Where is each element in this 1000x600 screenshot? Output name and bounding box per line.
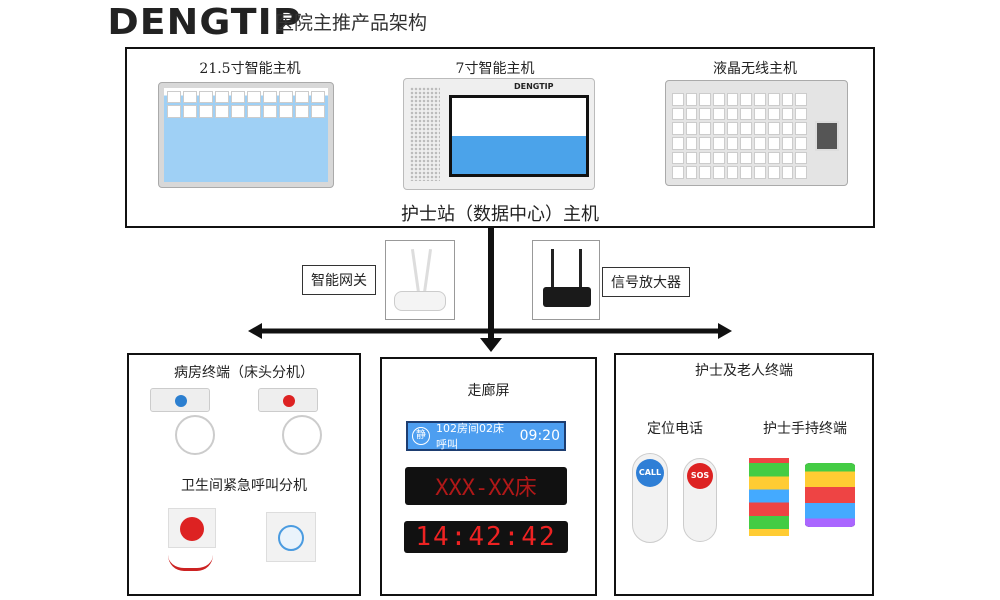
page-title: 医院主推产品架构: [275, 12, 428, 34]
call-button: CALL: [636, 459, 664, 487]
device-label-7in: 7寸智能主机: [455, 61, 535, 77]
host-21in-image: [158, 82, 334, 188]
call-message: 102房间02床呼叫: [436, 422, 504, 451]
corridor-title: 走廊屏: [467, 383, 510, 399]
bed-text: XXX-XX床: [435, 476, 537, 501]
corridor-screen-lcd: 静 102房间02床呼叫 09:20: [406, 421, 566, 451]
gateway-image: [385, 240, 455, 320]
pull-cord-icon: [168, 555, 213, 571]
device-label-lcd: 液晶无线主机: [713, 61, 797, 77]
smartwatch-image: [800, 456, 860, 534]
amplifier-image: [532, 240, 600, 320]
handheld-label: 护士手持终端: [763, 421, 847, 437]
handheld-phone-image: [746, 450, 792, 544]
bedside-unit-image-2: [258, 388, 318, 412]
locator-phone-call: CALL: [632, 453, 668, 543]
cable-icon: [282, 415, 322, 455]
locator-phone-sos: SOS: [683, 458, 717, 542]
host-7in-image: DENGTIP: [403, 78, 595, 190]
bathroom-title: 卫生间紧急呼叫分机: [181, 478, 307, 494]
bathroom-button-image: [168, 508, 216, 548]
device-label-21in: 21.5寸智能主机: [199, 61, 301, 77]
amplifier-label: 信号放大器: [602, 267, 690, 297]
cable-icon: [175, 415, 215, 455]
bathroom-call-image: [266, 512, 316, 562]
corridor-screen-led-bed: XXX-XX床: [405, 467, 567, 505]
bedside-unit-image: [150, 388, 210, 412]
gateway-label: 智能网关: [302, 265, 376, 295]
ward-title: 病房终端（床头分机）: [174, 365, 314, 381]
nurse-station-title: 护士站（数据中心）主机: [401, 204, 599, 225]
brand-logo: DENGTIP: [107, 2, 302, 43]
screen-time: 09:20: [519, 428, 560, 444]
sos-button: SOS: [687, 463, 713, 489]
clock-text: 14:42:42: [415, 522, 557, 552]
phone-label: 定位电话: [647, 421, 703, 437]
nurse-title: 护士及老人终端: [695, 363, 793, 379]
host-lcd-image: [665, 80, 848, 186]
quiet-icon: 静: [412, 427, 430, 445]
corridor-screen-clock: 14:42:42: [404, 521, 568, 553]
device-brand: DENGTIP: [514, 82, 554, 91]
